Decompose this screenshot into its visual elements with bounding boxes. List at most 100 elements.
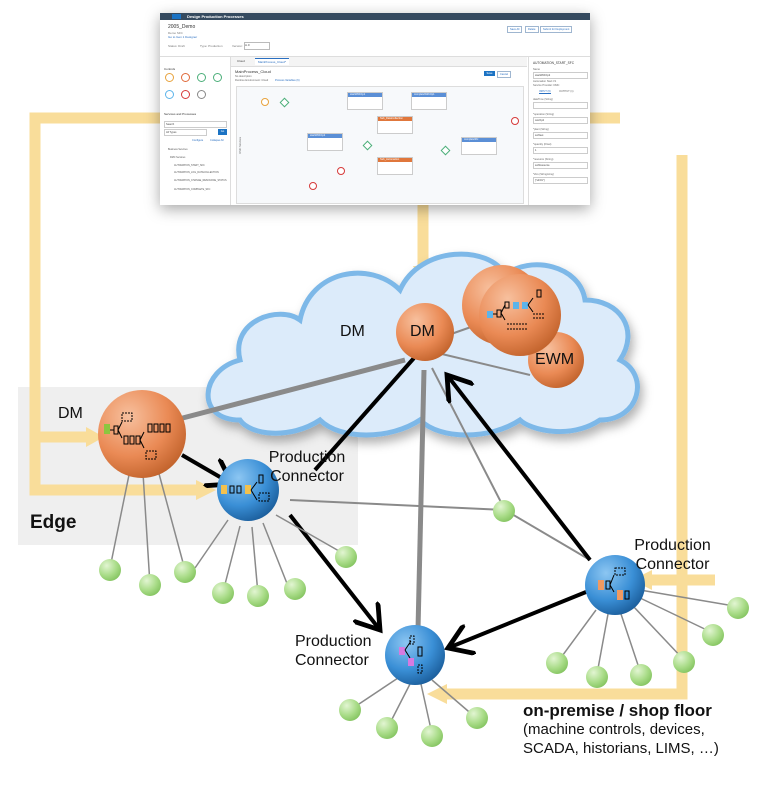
service-item[interactable]: AUTOMATION_LOG_DATACOLLECTION: [174, 171, 219, 174]
dm-cloud-node: [396, 303, 454, 361]
type-text: Type: Production: [200, 44, 223, 48]
device-node: [727, 597, 749, 619]
flow-arrowhead: [86, 427, 104, 447]
search-input[interactable]: Search: [164, 121, 227, 128]
production-connector-bottom: [385, 625, 445, 685]
service-item[interactable]: AUTOMATION_CHANGE_RESOURCE_STATUS: [174, 179, 227, 182]
start-event-icon[interactable]: [261, 98, 269, 106]
sub-process[interactable]: Sub_DataCollection: [377, 116, 413, 134]
script-task-control-icon[interactable]: [197, 90, 206, 99]
process-step[interactable]: completeSfc: [461, 137, 497, 155]
cancel-button[interactable]: Cancel: [497, 71, 511, 78]
shop-floor-subtitle-line: (machine controls, devices,: [523, 721, 705, 738]
parallel-control-icon[interactable]: [213, 73, 222, 82]
process-flow-icon: [487, 289, 545, 330]
input-field[interactable]: ["sfc01"]: [533, 177, 588, 184]
process-variables-link[interactable]: Process Variables (6): [275, 79, 300, 82]
go-button[interactable]: Go: [218, 129, 227, 135]
process-description: Demo SFC: [168, 31, 183, 35]
tab-main-process[interactable]: MainProcess_Cloud*: [255, 58, 290, 65]
error-end-icon[interactable]: [337, 167, 345, 175]
process-canvas[interactable]: startWithOp1 completeWithOp1 startWithOp…: [236, 86, 524, 204]
process-flow-icon: [104, 412, 171, 460]
condition-control-icon[interactable]: [197, 73, 206, 82]
device-node: [546, 652, 568, 674]
flow-right-vertical: [445, 155, 688, 700]
controls-title: Controls: [164, 67, 176, 71]
lane-label: DMC Services: [239, 137, 242, 154]
gateway-icon[interactable]: [362, 140, 373, 151]
configure-link[interactable]: Configure: [192, 139, 204, 142]
shell-bar: Design Production Processes: [160, 13, 590, 20]
device-node: [335, 546, 357, 568]
tab-input[interactable]: INPUT (6): [539, 90, 551, 94]
gateway-icon[interactable]: [279, 97, 290, 108]
production-connector-bottom-label: Production Connector: [295, 633, 372, 669]
production-connector-right-label: Production Connector: [634, 537, 711, 573]
process-step[interactable]: startWithOp2: [307, 133, 343, 151]
field-label: *operation (String): [533, 113, 555, 116]
input-field[interactable]: svrfleet: [533, 132, 588, 139]
device-node: [99, 559, 121, 581]
field-label: *sfcs (StringArray): [533, 173, 555, 176]
device-node: [139, 574, 161, 596]
app-title: Design Production Processes: [187, 14, 244, 19]
tree-node[interactable]: DMC Services: [170, 156, 186, 159]
tree-node[interactable]: Business Services: [168, 148, 188, 151]
input-field[interactable]: worOp2: [533, 117, 588, 124]
dm-edge-label: DM: [58, 405, 83, 422]
version-label: Version:: [232, 44, 243, 48]
provider-line: Automation Start V1: [533, 80, 557, 83]
process-name: MainProcess_Cloud: [235, 69, 271, 74]
field-label: *resource (String): [533, 158, 554, 161]
shop-floor-subtitle-line: SCADA, historians, LIMS, …): [523, 740, 719, 757]
service-item[interactable]: AUTOMATION_COMPLETE_SFC: [174, 188, 211, 191]
status-text: Status: Draft: [168, 44, 185, 48]
version-select[interactable]: A.0: [244, 42, 270, 50]
dm-cloud-label: DM: [340, 323, 365, 340]
tab-output[interactable]: OUTPUT (1): [559, 90, 574, 93]
designer-link[interactable]: Go to Gen 1 Designer: [168, 35, 198, 39]
shop-floor-title: on-premise / shop floor: [523, 701, 712, 720]
input-field[interactable]: 1: [533, 147, 588, 154]
edge-zone-label: Edge: [30, 512, 77, 533]
process-step[interactable]: completeWithOp1: [411, 92, 447, 110]
device-node: [247, 585, 269, 607]
provider-line: Service Provider: DMC: [533, 84, 560, 87]
error-end-control-icon[interactable]: [181, 90, 190, 99]
dm-cloud-node-label: DM: [410, 323, 435, 340]
device-node: [702, 624, 724, 646]
process-designer-screenshot: Design Production Processes 2005_Demo De…: [160, 13, 590, 205]
device-spokes: [109, 469, 741, 735]
end-control-icon[interactable]: [181, 73, 190, 82]
device-node: [421, 725, 443, 747]
delete-button[interactable]: Delete: [525, 26, 539, 33]
input-field[interactable]: svrResource: [533, 162, 588, 169]
service-item[interactable]: AUTOMATION_START_SFC: [174, 164, 205, 167]
collapse-all-link[interactable]: Collapse All: [210, 139, 224, 142]
object-header: 2005_Demo Demo SFC Go to Gen 1 Designer …: [160, 20, 590, 57]
field-label: *quantity (Float): [533, 143, 552, 146]
sub-process[interactable]: Sub_Automation: [377, 157, 413, 175]
tab-cloud[interactable]: Cloud: [237, 59, 245, 63]
input-field[interactable]: [533, 102, 588, 109]
process-step[interactable]: startWithOp1: [347, 92, 383, 110]
error-end-icon[interactable]: [309, 182, 317, 190]
save-all-button[interactable]: Save All: [507, 26, 523, 33]
device-node: [673, 651, 695, 673]
type-filter-select[interactable]: All Types: [164, 129, 207, 136]
name-field[interactable]: startWithOp2: [533, 72, 588, 79]
flow-arrowhead: [427, 684, 447, 704]
production-connector-edge-label: Production Connector: [268, 449, 346, 485]
error-catch-control-icon[interactable]: [165, 90, 174, 99]
properties-title: AUTOMATION_START_SFC: [533, 61, 575, 65]
save-button[interactable]: Save: [484, 71, 495, 76]
process-editor: Cloud MainProcess_Cloud* MainProcess_Clo…: [231, 57, 527, 205]
device-node: [630, 664, 652, 686]
end-event-icon[interactable]: [511, 117, 519, 125]
gateway-icon[interactable]: [440, 145, 451, 156]
start-control-icon[interactable]: [165, 73, 174, 82]
services-title: Services and Processes: [164, 112, 197, 116]
submit-button[interactable]: Submit for Deployment: [540, 26, 573, 33]
devices: [99, 500, 749, 747]
